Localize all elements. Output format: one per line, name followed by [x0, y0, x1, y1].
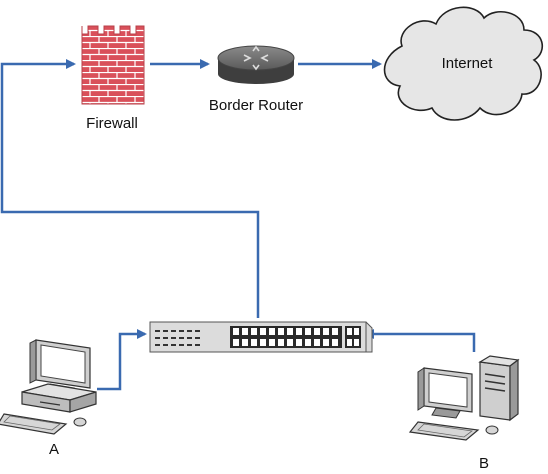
switch-icon	[149, 321, 373, 353]
router-icon	[217, 45, 295, 84]
router-label: Border Router	[209, 97, 303, 114]
computer-b-label: B	[479, 455, 489, 472]
firewall-label: Firewall	[86, 115, 138, 132]
computer-a-icon	[0, 339, 97, 435]
internet-label: Internet	[442, 55, 494, 72]
link-computer-a-to-switch	[97, 329, 147, 391]
firewall-icon	[81, 25, 145, 105]
computer-b-icon	[408, 355, 520, 441]
internet-cloud-icon	[383, 6, 544, 121]
link-switch-to-firewall	[0, 59, 260, 318]
link-computer-b-to-switch	[364, 329, 476, 352]
computer-a-label: A	[49, 441, 59, 458]
